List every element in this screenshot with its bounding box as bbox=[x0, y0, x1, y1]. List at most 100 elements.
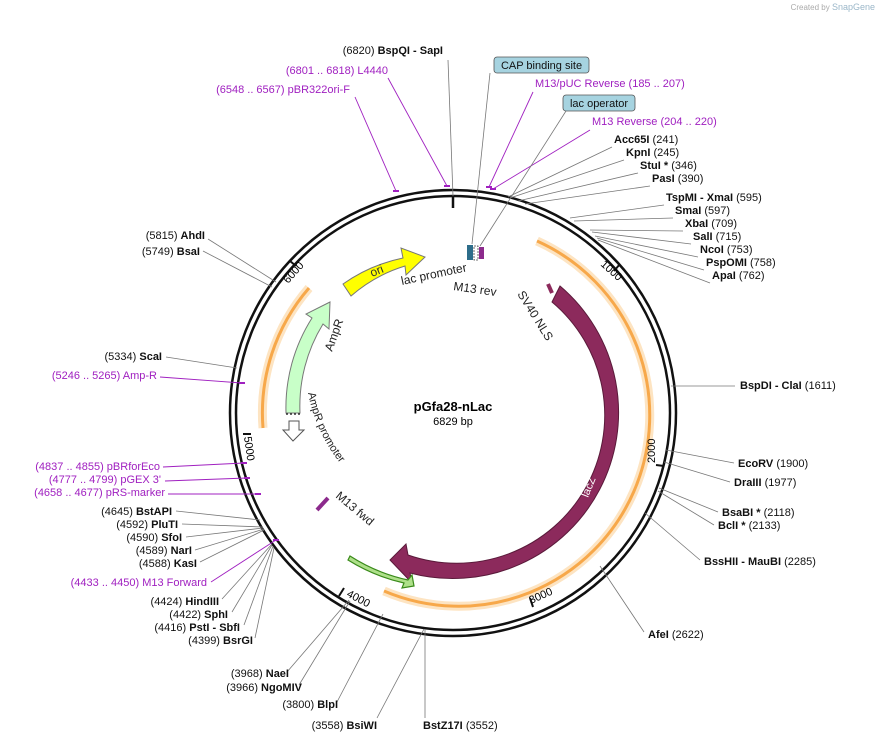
primer-m13puc[interactable]: M13/pUC Reverse (185 .. 207) bbox=[535, 78, 685, 90]
enzyme-site-kpni[interactable]: KpnI (245) bbox=[626, 147, 679, 159]
m13-fwd-marker bbox=[315, 496, 330, 512]
enzyme-pos-nari: (4589) bbox=[136, 545, 168, 557]
leader-pasi bbox=[524, 185, 651, 205]
enzyme-site-blpi[interactable]: (3800) BlpI bbox=[282, 699, 338, 711]
enzyme-site-naei[interactable]: (3968) NaeI bbox=[231, 668, 289, 680]
tick-label-5000: 5000 bbox=[241, 436, 256, 462]
primer-m13fwd-primer[interactable]: (4433 .. 4450) M13 Forward bbox=[71, 577, 207, 589]
enzyme-pos-acc65i: (241) bbox=[653, 134, 679, 146]
tick-4000 bbox=[338, 587, 345, 597]
orange-features bbox=[257, 236, 655, 611]
enzyme-pos-bsshii: (2285) bbox=[784, 556, 816, 568]
enzyme-name-stui: StuI bbox=[640, 160, 661, 172]
box-cap[interactable] bbox=[493, 56, 590, 74]
tick-1000 bbox=[613, 263, 621, 272]
enzyme-pos-bcli: (2133) bbox=[749, 520, 781, 532]
enzyme-name-bspdi: BspDI bbox=[740, 380, 772, 392]
enzyme-site-sphi[interactable]: (4422) SphI bbox=[169, 609, 228, 621]
enzyme-site-afei[interactable]: AfeI (2622) bbox=[648, 629, 704, 641]
enzyme-site-sali[interactable]: SalI (715) bbox=[693, 231, 741, 243]
primer-pbr322ori[interactable]: (6548 .. 6567) pBR322ori-F bbox=[216, 84, 350, 96]
credit-brand: SnapGene bbox=[831, 2, 875, 12]
leader-pluti bbox=[181, 523, 264, 528]
enzyme-site-xbai[interactable]: XbaI (709) bbox=[685, 218, 737, 230]
enzyme-site-stui[interactable]: StuI * (346) bbox=[640, 160, 697, 172]
enzyme-site-tspmi[interactable]: TspMI - XmaI (595) bbox=[666, 192, 762, 204]
enzyme-name-acc65i: Acc65I bbox=[614, 134, 649, 146]
leader-smai bbox=[573, 217, 674, 222]
enzyme-site-ncoi[interactable]: NcoI (753) bbox=[700, 244, 753, 256]
tick-6000 bbox=[289, 260, 297, 267]
primer-ampr-primer[interactable]: (5246 .. 5265) Amp-R bbox=[52, 370, 157, 382]
enzyme-site-bspqi[interactable]: (6820) BspQI - SapI bbox=[343, 45, 443, 57]
leader-sali bbox=[591, 231, 692, 245]
credit: Created by SnapGene bbox=[791, 2, 875, 12]
primer-m13rev-primer[interactable]: M13 Reverse (204 .. 220) bbox=[592, 116, 717, 128]
leader-afei bbox=[599, 565, 645, 633]
enzyme-pos-bsabi: (2118) bbox=[764, 507, 795, 519]
enzyme-suffix-bspqi: - SapI bbox=[410, 45, 443, 57]
leader-hindiii bbox=[221, 543, 273, 600]
enzyme-name-pluti: PluTI bbox=[151, 519, 178, 531]
primer-pgex3[interactable]: (4777 .. 4799) pGEX 3' bbox=[49, 474, 161, 486]
leader-bsshii bbox=[644, 512, 701, 561]
enzyme-site-bstz17i[interactable]: BstZ17I (3552) bbox=[423, 720, 498, 732]
enzyme-name-apai: ApaI bbox=[712, 270, 736, 282]
leader-sfoi bbox=[185, 527, 264, 538]
enzyme-site-kasi[interactable]: (4588) KasI bbox=[139, 558, 197, 570]
enzyme-site-pasi[interactable]: PasI (390) bbox=[652, 173, 703, 185]
enzyme-name-bstapi: BstAPI bbox=[136, 506, 172, 518]
primer-leader-ampr-primer bbox=[159, 376, 243, 384]
enzyme-pos-xbai: (709) bbox=[711, 218, 737, 230]
primer-prsmarker[interactable]: (4658 .. 4677) pRS-marker bbox=[34, 487, 165, 499]
enzyme-suffix-psti: - SbfI bbox=[209, 622, 240, 634]
leader-scai bbox=[165, 356, 238, 369]
primer-l4440[interactable]: (6801 .. 6818) L4440 bbox=[286, 65, 388, 77]
enzyme-site-bsrgi[interactable]: (4399) BsrGI bbox=[188, 635, 253, 647]
enzyme-site-acc65i[interactable]: Acc65I (241) bbox=[614, 134, 678, 146]
enzyme-site-bcli[interactable]: BclI * (2133) bbox=[718, 520, 780, 532]
enzyme-pos-sali: (715) bbox=[716, 231, 742, 243]
enzyme-site-bsiwi[interactable]: (3558) BsiWI bbox=[312, 720, 377, 732]
box-lacop[interactable] bbox=[562, 94, 636, 112]
leader-psti bbox=[243, 545, 274, 626]
enzyme-site-ahdi[interactable]: (5815) AhdI bbox=[146, 230, 205, 242]
leader-ngomiv bbox=[298, 600, 351, 686]
enzyme-site-apai[interactable]: ApaI (762) bbox=[712, 270, 765, 282]
enzyme-site-ecorv[interactable]: EcoRV (1900) bbox=[738, 458, 808, 470]
enzyme-pos-psti: (4416) bbox=[154, 622, 186, 634]
enzyme-site-draiii[interactable]: DraIII (1977) bbox=[734, 477, 796, 489]
enzyme-site-nari[interactable]: (4589) NarI bbox=[136, 545, 192, 557]
enzyme-site-bsabi[interactable]: BsaBI * (2118) bbox=[722, 507, 795, 519]
ampr-feature: AmpR AmpR promoter bbox=[281, 301, 347, 465]
enzyme-site-bstapi[interactable]: (4645) BstAPI bbox=[101, 506, 172, 518]
enzyme-site-bspdi[interactable]: BspDI - ClaI (1611) bbox=[740, 380, 836, 392]
enzyme-site-hindiii[interactable]: (4424) HindIII bbox=[151, 596, 219, 608]
enzyme-suffix-bspdi: - ClaI bbox=[772, 380, 802, 392]
enzyme-site-ngomiv[interactable]: (3966) NgoMIV bbox=[226, 682, 302, 694]
enzyme-site-bsai[interactable]: (5749) BsaI bbox=[142, 246, 200, 258]
enzyme-pos-draiii: (1977) bbox=[765, 477, 797, 489]
enzyme-name-bsabi: BsaBI bbox=[722, 507, 753, 519]
enzyme-site-pluti[interactable]: (4592) PluTI bbox=[116, 519, 178, 531]
enzyme-site-psti[interactable]: (4416) PstI - SbfI bbox=[154, 622, 240, 634]
sv40-nls-label: SV40 NLS bbox=[514, 288, 556, 343]
enzyme-site-smai[interactable]: SmaI (597) bbox=[675, 205, 730, 217]
ampr-promoter-label: AmpR promoter bbox=[305, 391, 347, 465]
enzyme-site-scai[interactable]: (5334) ScaI bbox=[105, 351, 163, 363]
credit-prefix: Created by bbox=[790, 3, 830, 12]
enzyme-pos-pasi: (390) bbox=[678, 173, 704, 185]
primer-pbrforeco[interactable]: (4837 .. 4855) pBRforEco bbox=[35, 461, 160, 473]
enzyme-site-bsshii[interactable]: BssHII - MauBI (2285) bbox=[704, 556, 816, 568]
enzyme-pos-ngomiv: (3966) bbox=[226, 682, 258, 694]
enzyme-pos-pspomi: (758) bbox=[750, 257, 776, 269]
enzyme-name-bcli: BclI bbox=[718, 520, 738, 532]
enzyme-site-pspomi[interactable]: PspOMI (758) bbox=[706, 257, 776, 269]
enzyme-name-draiii: DraIII bbox=[734, 477, 762, 489]
enzyme-pos-ecorv: (1900) bbox=[776, 458, 808, 470]
m13-fwd-label: M13 fwd bbox=[333, 489, 377, 529]
enzyme-site-sfoi[interactable]: (4590) SfoI bbox=[126, 532, 182, 544]
ampr-promoter-text: AmpR promoter bbox=[305, 391, 347, 465]
enzyme-name-pspomi: PspOMI bbox=[706, 257, 747, 269]
